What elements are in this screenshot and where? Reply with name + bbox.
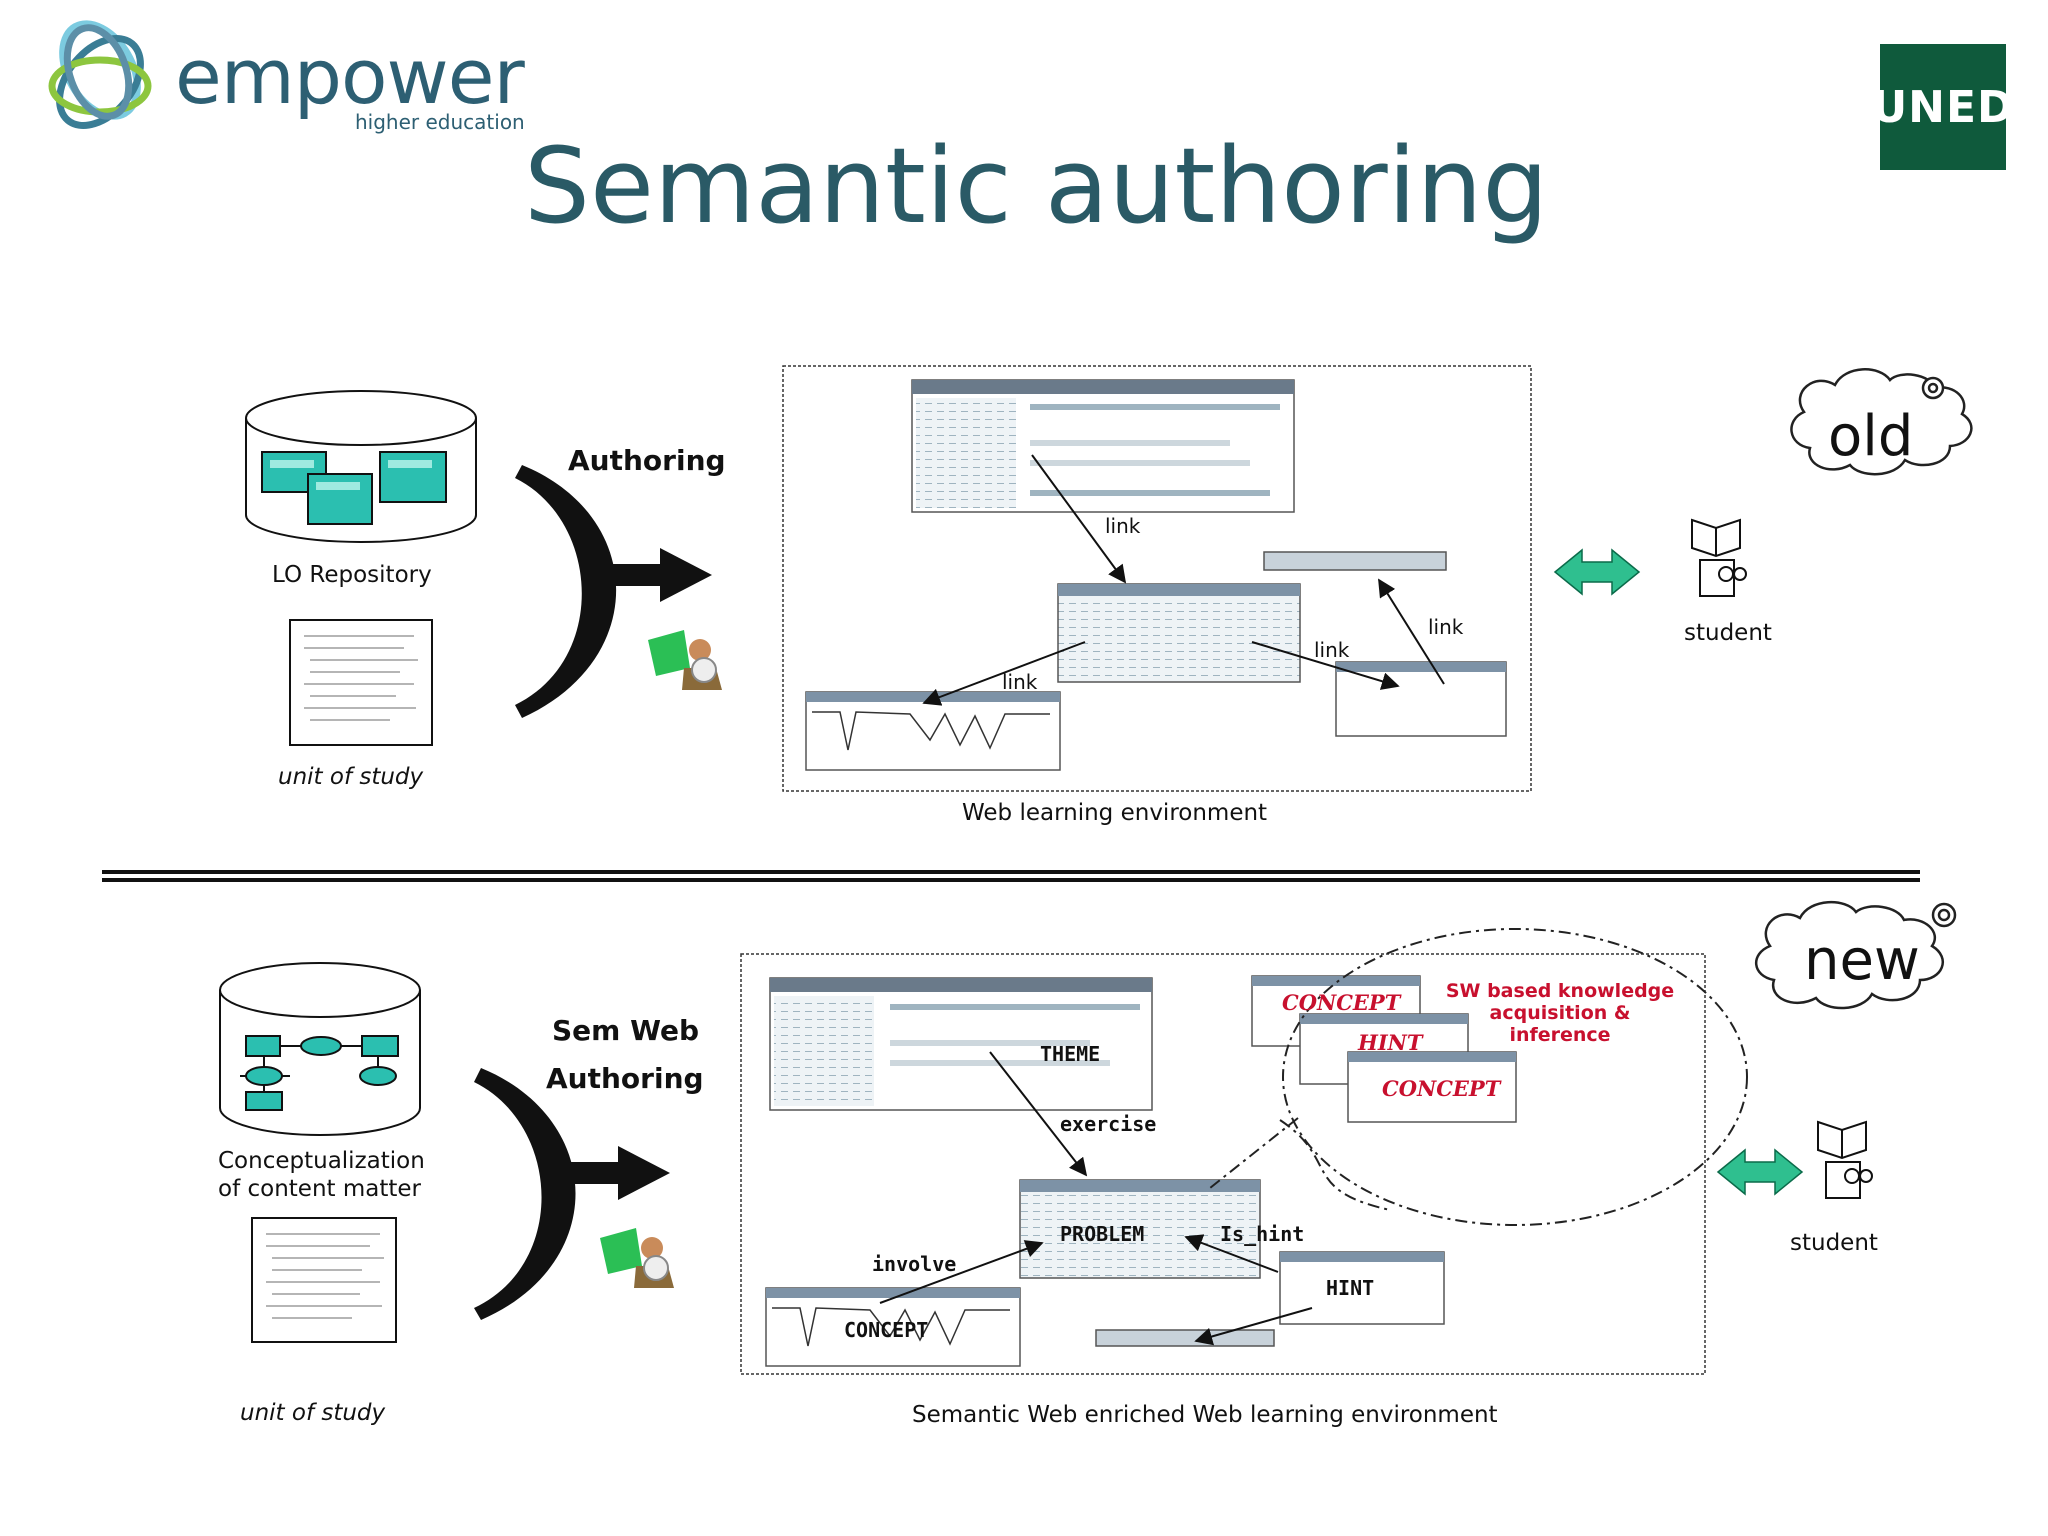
stack-card-concept-1: CONCEPT <box>1282 990 1401 1015</box>
sw-note-line2: acquisition & <box>1489 1002 1631 1024</box>
unit-of-study-document-icon-new <box>251 1217 397 1343</box>
stack-card-concept-2: CONCEPT <box>1382 1076 1501 1101</box>
authoring-arrow-icon <box>515 465 712 718</box>
theme-node-label: THEME <box>1040 1042 1101 1066</box>
sem-web-label: Sem Web <box>552 1014 699 1047</box>
is-hint-relation-label: Is_hint <box>1220 1222 1305 1246</box>
stacked-cards <box>1251 975 1517 1123</box>
screenshot-center <box>1057 583 1301 683</box>
unit-of-study-label-new: unit of study <box>240 1400 386 1426</box>
empower-logo-icon <box>48 20 152 129</box>
web-learning-environment-label: Web learning environment <box>962 800 1268 826</box>
semantic-web-environment-label: Semantic Web enriched Web learning envir… <box>912 1402 1498 1428</box>
unit-of-study-label: unit of study <box>278 764 424 790</box>
unit-of-study-document-icon <box>289 619 433 746</box>
screenshot-graph <box>805 691 1061 771</box>
sw-note-line1: SW based knowledge <box>1445 980 1675 1002</box>
section-divider <box>102 870 1920 882</box>
conceptualization-repository-icon <box>219 962 421 1136</box>
screenshot-main <box>911 379 1295 513</box>
authoring-label: Authoring <box>568 444 726 477</box>
screenshot-concept <box>765 1287 1021 1367</box>
uned-logo: UNED <box>1871 44 2014 170</box>
logo-wordmark: empower <box>175 32 525 121</box>
logo-tagline: higher education <box>355 110 525 134</box>
old-cloud <box>1790 368 1973 476</box>
hint-node-label: HINT <box>1326 1276 1375 1300</box>
student-label: student <box>1684 620 1772 646</box>
stack-card-hint: HINT <box>1358 1030 1423 1055</box>
screenshot-bar-new <box>1095 1329 1275 1347</box>
screenshot-small <box>1335 661 1507 737</box>
sw-knowledge-bubble <box>1209 928 1748 1226</box>
screenshot-hint <box>1279 1251 1445 1325</box>
link-arrows <box>922 454 1445 706</box>
new-cloud-label: new <box>1804 928 1920 993</box>
conceptualization-label-line1: Conceptualization <box>218 1148 425 1174</box>
screenshot-theme <box>769 977 1153 1111</box>
student-label-new: student <box>1790 1230 1878 1256</box>
teacher-icon <box>648 630 722 690</box>
sw-note-line3: inference <box>1509 1024 1611 1046</box>
screenshot-problem <box>1019 1179 1261 1279</box>
conceptualization-label-line2: of content matter <box>218 1176 421 1202</box>
relation-arrows <box>879 1051 1313 1346</box>
screenshot-bar <box>1263 551 1447 571</box>
student-icon <box>1691 518 1747 597</box>
teacher-icon-new <box>600 1228 674 1288</box>
involve-relation-label: involve <box>872 1252 957 1276</box>
new-cloud <box>1754 900 1957 1010</box>
exchange-arrow-icon <box>1553 548 1641 596</box>
link-label-3: link <box>1314 638 1350 662</box>
problem-node-label: PROBLEM <box>1060 1222 1145 1246</box>
sem-web-authoring-label: Authoring <box>546 1062 704 1095</box>
student-icon-new <box>1817 1120 1873 1199</box>
link-label-1: link <box>1105 514 1141 538</box>
lo-repository-icon <box>245 390 477 543</box>
concept-node-label: CONCEPT <box>844 1318 929 1342</box>
link-label-4: link <box>1428 615 1464 639</box>
exchange-arrow-icon-new <box>1716 1148 1804 1196</box>
exercise-relation-label: exercise <box>1060 1112 1157 1136</box>
lo-repository-label: LO Repository <box>272 562 432 588</box>
page-title: Semantic authoring <box>524 125 1549 247</box>
sw-knowledge-note: SW based knowledge acquisition & inferen… <box>1430 980 1690 1046</box>
link-label-2: link <box>1002 670 1038 694</box>
old-cloud-label: old <box>1828 404 1914 469</box>
sem-web-authoring-arrow-icon <box>474 1068 670 1320</box>
